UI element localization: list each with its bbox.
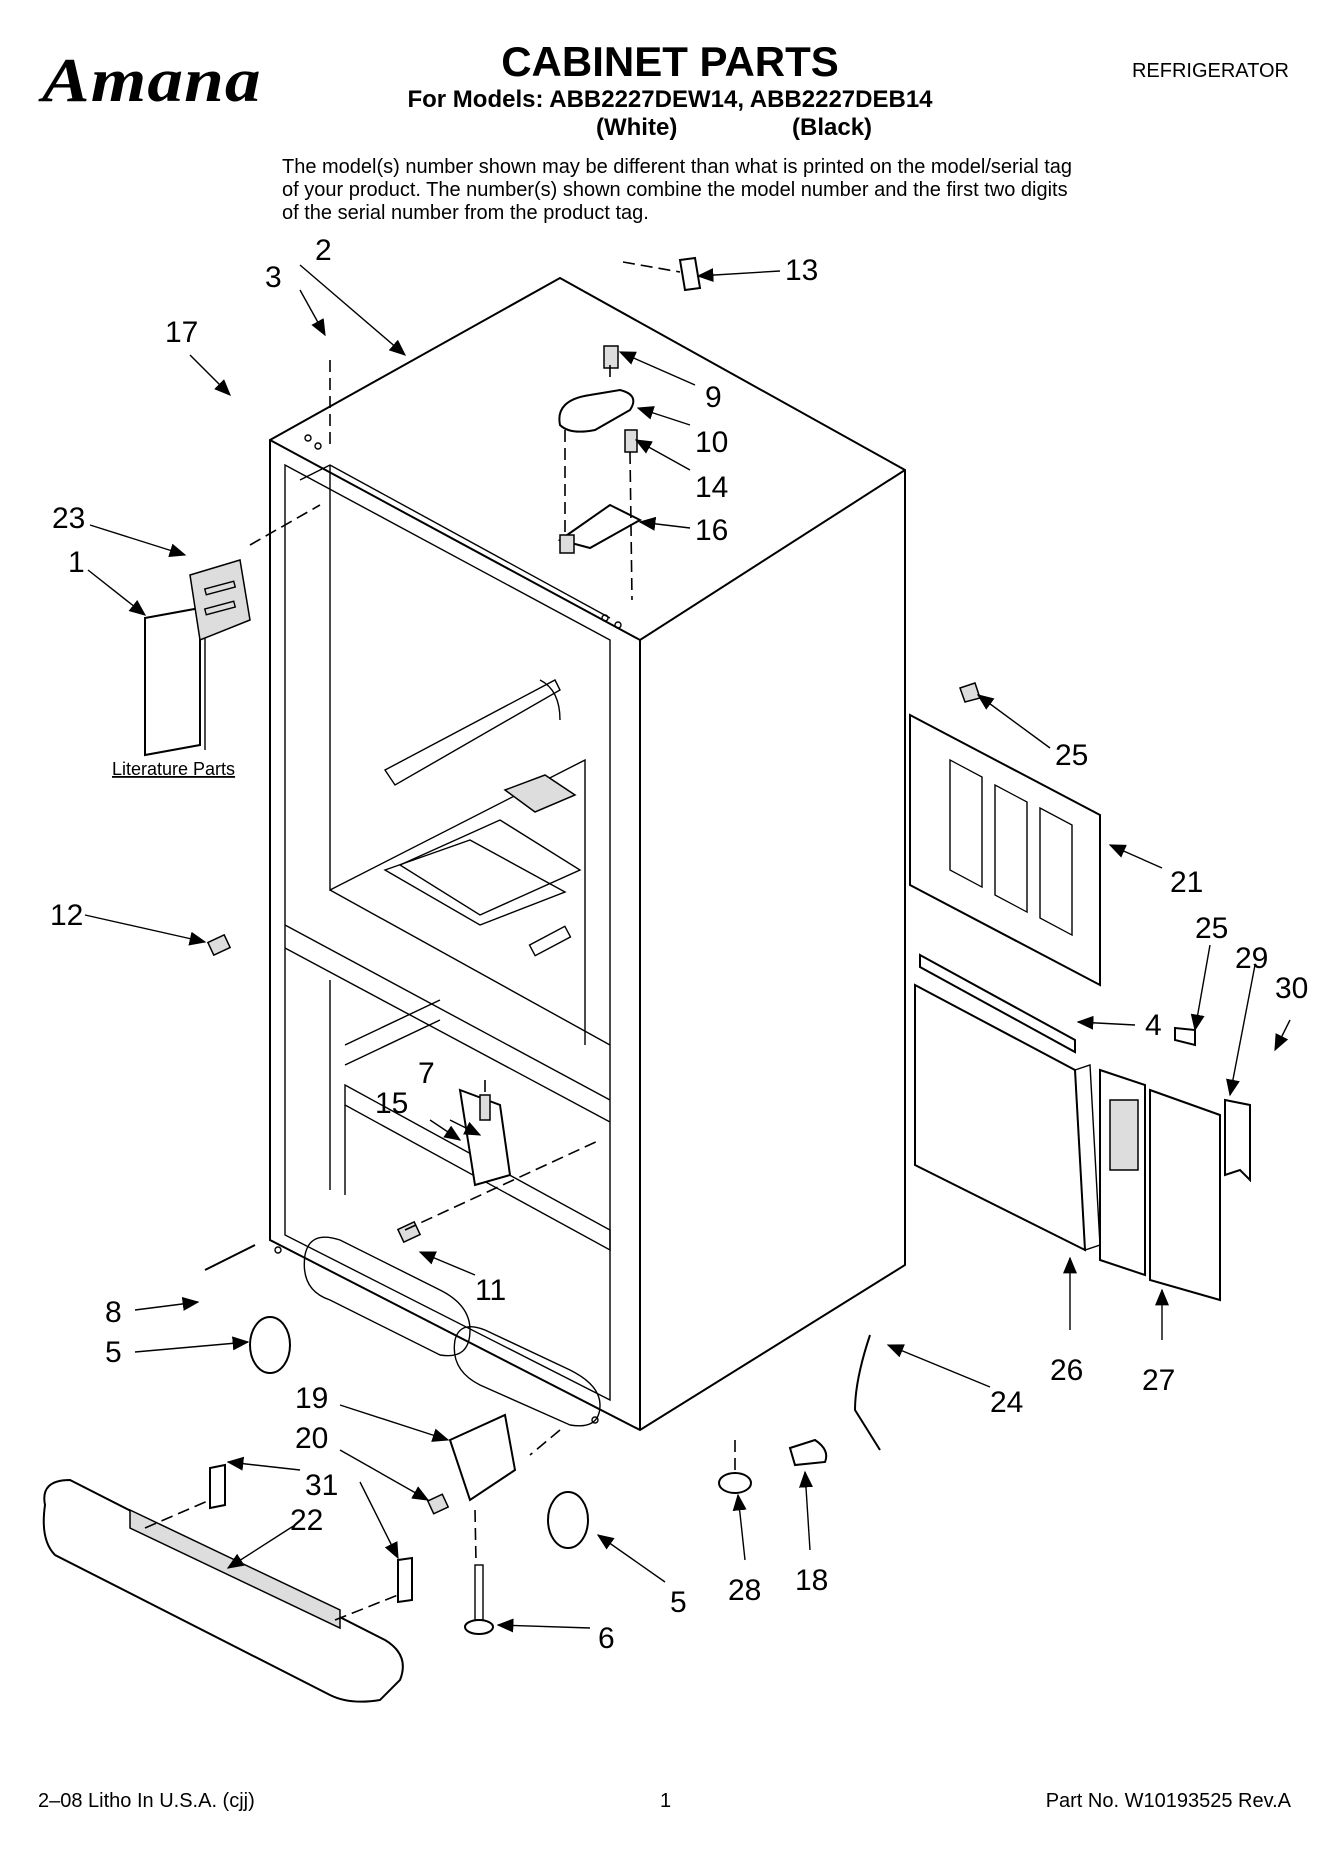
callout-3: 3	[265, 261, 282, 294]
callout-27: 27	[1142, 1364, 1175, 1397]
variant-white: (White)	[596, 114, 678, 141]
literature-parts	[144, 559, 251, 757]
callout-19: 19	[295, 1382, 328, 1415]
callout-5-right: 5	[670, 1586, 687, 1619]
callout-labels: 2 3 17 23 1 Literature Parts 12 13 9 10 …	[50, 234, 1308, 1655]
callout-1: 1	[68, 546, 85, 579]
model-notice: The model(s) number shown may be differe…	[282, 156, 1073, 224]
page-title: CABINET PARTS	[501, 38, 839, 85]
callout-22: 22	[290, 1504, 323, 1537]
callout-23: 23	[52, 502, 85, 535]
callout-28: 28	[728, 1574, 761, 1607]
callout-20: 20	[295, 1422, 328, 1455]
callout-15: 15	[375, 1087, 408, 1120]
callout-25-top: 25	[1055, 739, 1088, 772]
callout-26: 26	[1050, 1354, 1083, 1387]
callout-31: 31	[305, 1469, 338, 1502]
callout-10: 10	[695, 426, 728, 459]
callout-7: 7	[418, 1057, 435, 1090]
part-number: Part No. W10193525 Rev.A	[1045, 1790, 1291, 1812]
callout-24: 24	[990, 1386, 1023, 1419]
footer-litho: 2–08 Litho In U.S.A. (cjj)	[38, 1790, 255, 1812]
page-number: 1	[660, 1790, 672, 1812]
callout-21: 21	[1170, 866, 1203, 899]
callout-9: 9	[705, 381, 722, 414]
brand-logo: Amana	[42, 47, 262, 115]
rear-panels	[909, 713, 1251, 1302]
callout-8: 8	[105, 1296, 122, 1329]
variant-black: (Black)	[792, 114, 873, 141]
leader-lines	[84, 261, 1291, 1633]
callout-4: 4	[1145, 1009, 1162, 1042]
category-label: REFRIGERATOR	[1131, 60, 1289, 82]
callout-18: 18	[795, 1564, 828, 1597]
callout-29: 29	[1235, 942, 1268, 975]
callout-14: 14	[695, 471, 728, 504]
callout-16: 16	[695, 514, 728, 547]
callout-12: 12	[50, 899, 83, 932]
callout-13: 13	[785, 254, 818, 287]
literature-parts-label: Literature Parts	[112, 759, 235, 779]
callout-17: 17	[165, 316, 198, 349]
callout-11: 11	[475, 1274, 506, 1307]
callout-2: 2	[315, 234, 332, 267]
callout-25-right: 25	[1195, 912, 1228, 945]
callout-5-left: 5	[105, 1336, 122, 1369]
top-hinge-assembly	[557, 256, 702, 554]
cabinet-body	[269, 276, 906, 1432]
callout-30: 30	[1275, 972, 1308, 1005]
base-grille	[42, 1463, 413, 1703]
callout-6: 6	[598, 1622, 615, 1655]
models-line: For Models: ABB2227DEW14, ABB2227DEB14	[407, 86, 933, 113]
hardware-parts	[204, 682, 1196, 1635]
